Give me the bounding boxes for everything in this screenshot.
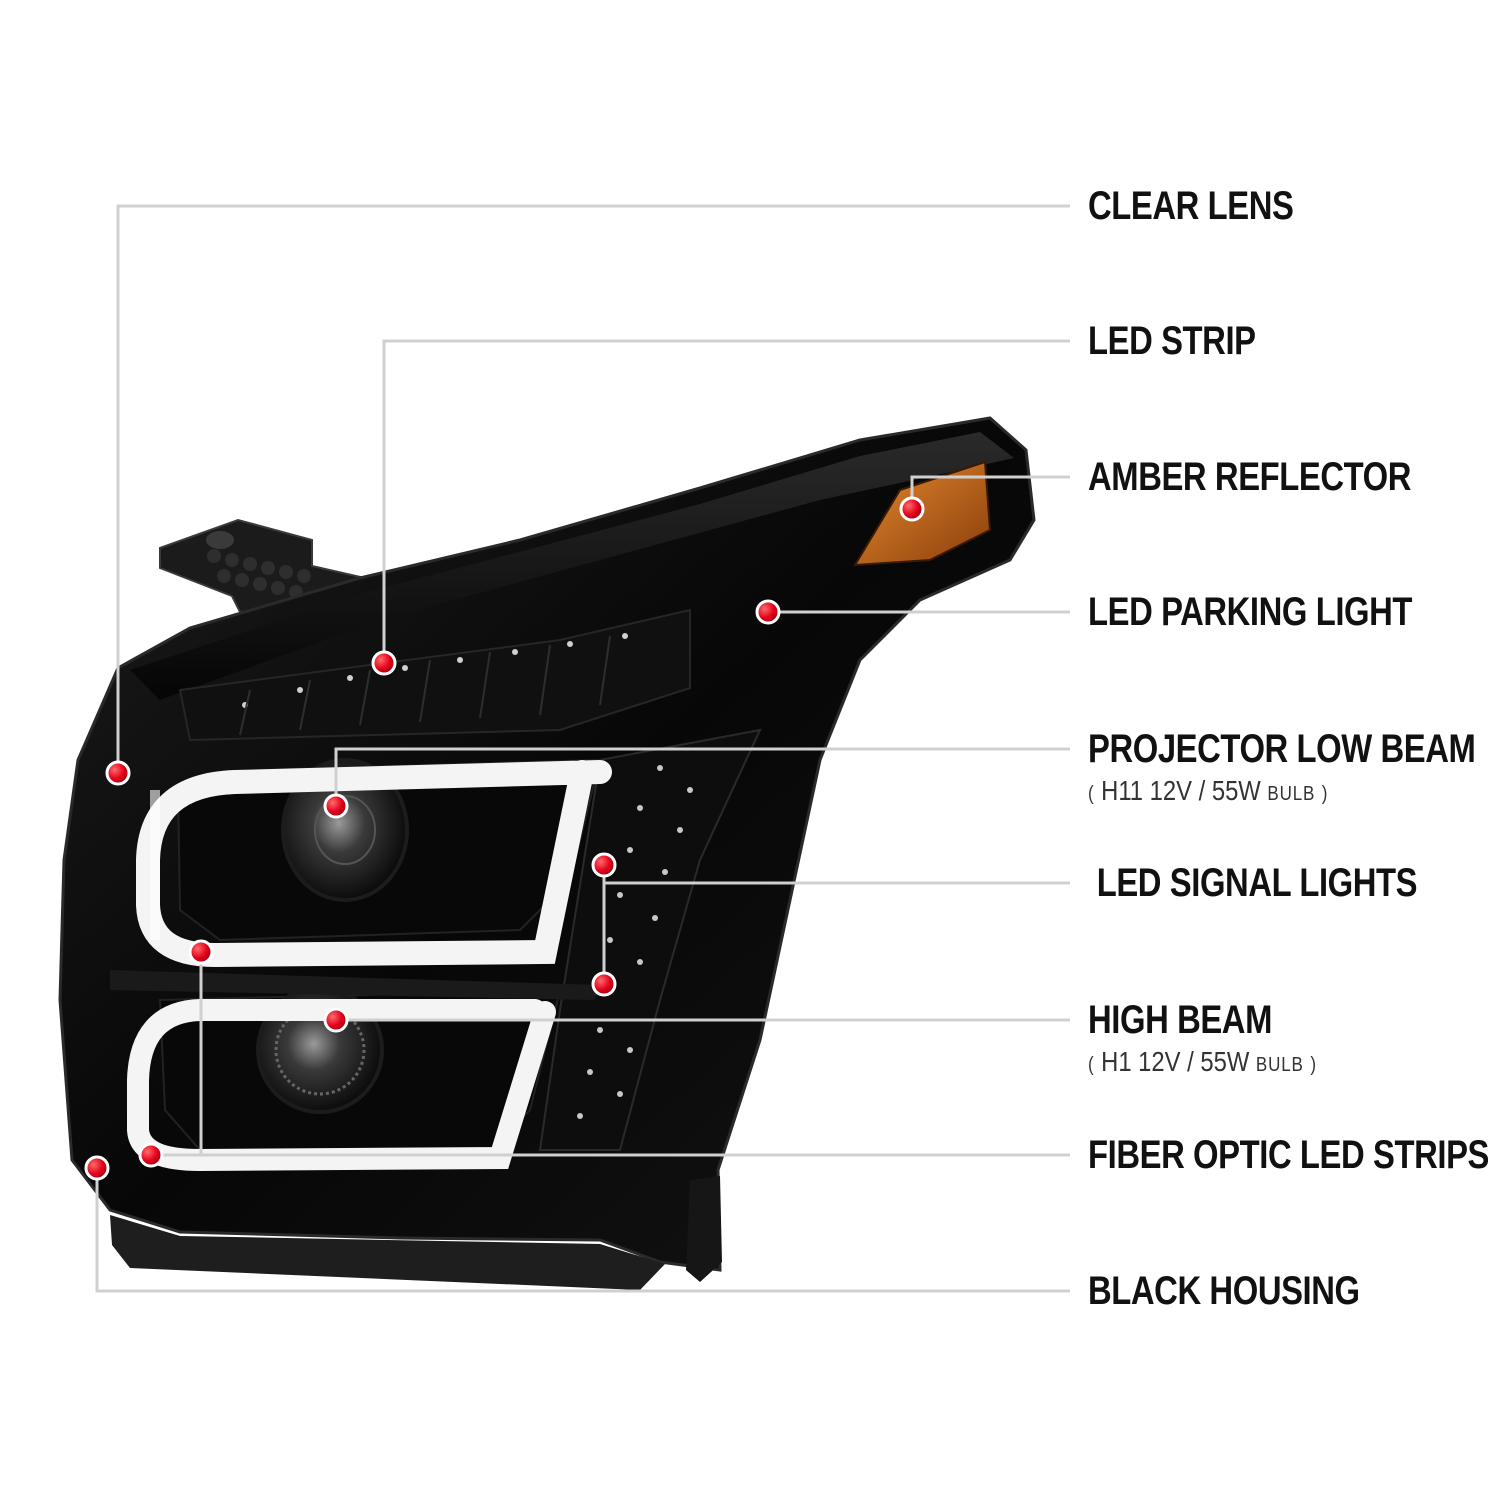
label-high-beam: HIGH BEAM — [1088, 998, 1273, 1042]
callout-dot-black-housing — [84, 1155, 110, 1181]
callout-dot-clear-lens — [105, 760, 131, 786]
callout-dot-led-strip — [371, 650, 397, 676]
center-divider — [110, 970, 600, 1000]
label-amber-reflector: AMBER REFLECTOR — [1088, 455, 1412, 499]
low-beam-projector — [176, 758, 602, 942]
label-led-signal-lights: LED SIGNAL LIGHTS — [1088, 861, 1418, 905]
high-beam-bulb-spec: ( H1 12V / 55W BULB ) — [1088, 1046, 1317, 1077]
label-projector-low-beam: PROJECTOR LOW BEAM — [1088, 727, 1476, 771]
led-signal-column — [538, 728, 762, 1151]
label-clear-lens: CLEAR LENS — [1088, 184, 1294, 228]
callout-dot-amber-reflector — [899, 496, 925, 522]
callout-dot-led-parking-light — [755, 599, 781, 625]
callout-dots — [84, 496, 925, 1181]
callout-dot-fiber-lower — [138, 1142, 164, 1168]
callout-dot-projector-low-beam — [323, 793, 349, 819]
led-strip — [178, 608, 691, 742]
label-led-strip: LED STRIP — [1088, 319, 1256, 363]
label-led-parking-light: LED PARKING LIGHT — [1088, 590, 1413, 634]
mounting-bracket — [159, 518, 366, 614]
callout-dot-led-signal-upper — [591, 852, 617, 878]
low-beam-bulb-spec: ( H11 12V / 55W BULB ) — [1088, 775, 1329, 806]
callout-dot-fiber-upper — [188, 939, 214, 965]
leader-lines — [95, 204, 1070, 1293]
label-black-housing: BLACK HOUSING — [1088, 1269, 1360, 1313]
label-fiber-optic-led-strips: FIBER OPTIC LED STRIPS — [1088, 1133, 1490, 1177]
callout-dot-high-beam — [323, 1007, 349, 1033]
callout-dot-led-signal-lower — [591, 971, 617, 997]
